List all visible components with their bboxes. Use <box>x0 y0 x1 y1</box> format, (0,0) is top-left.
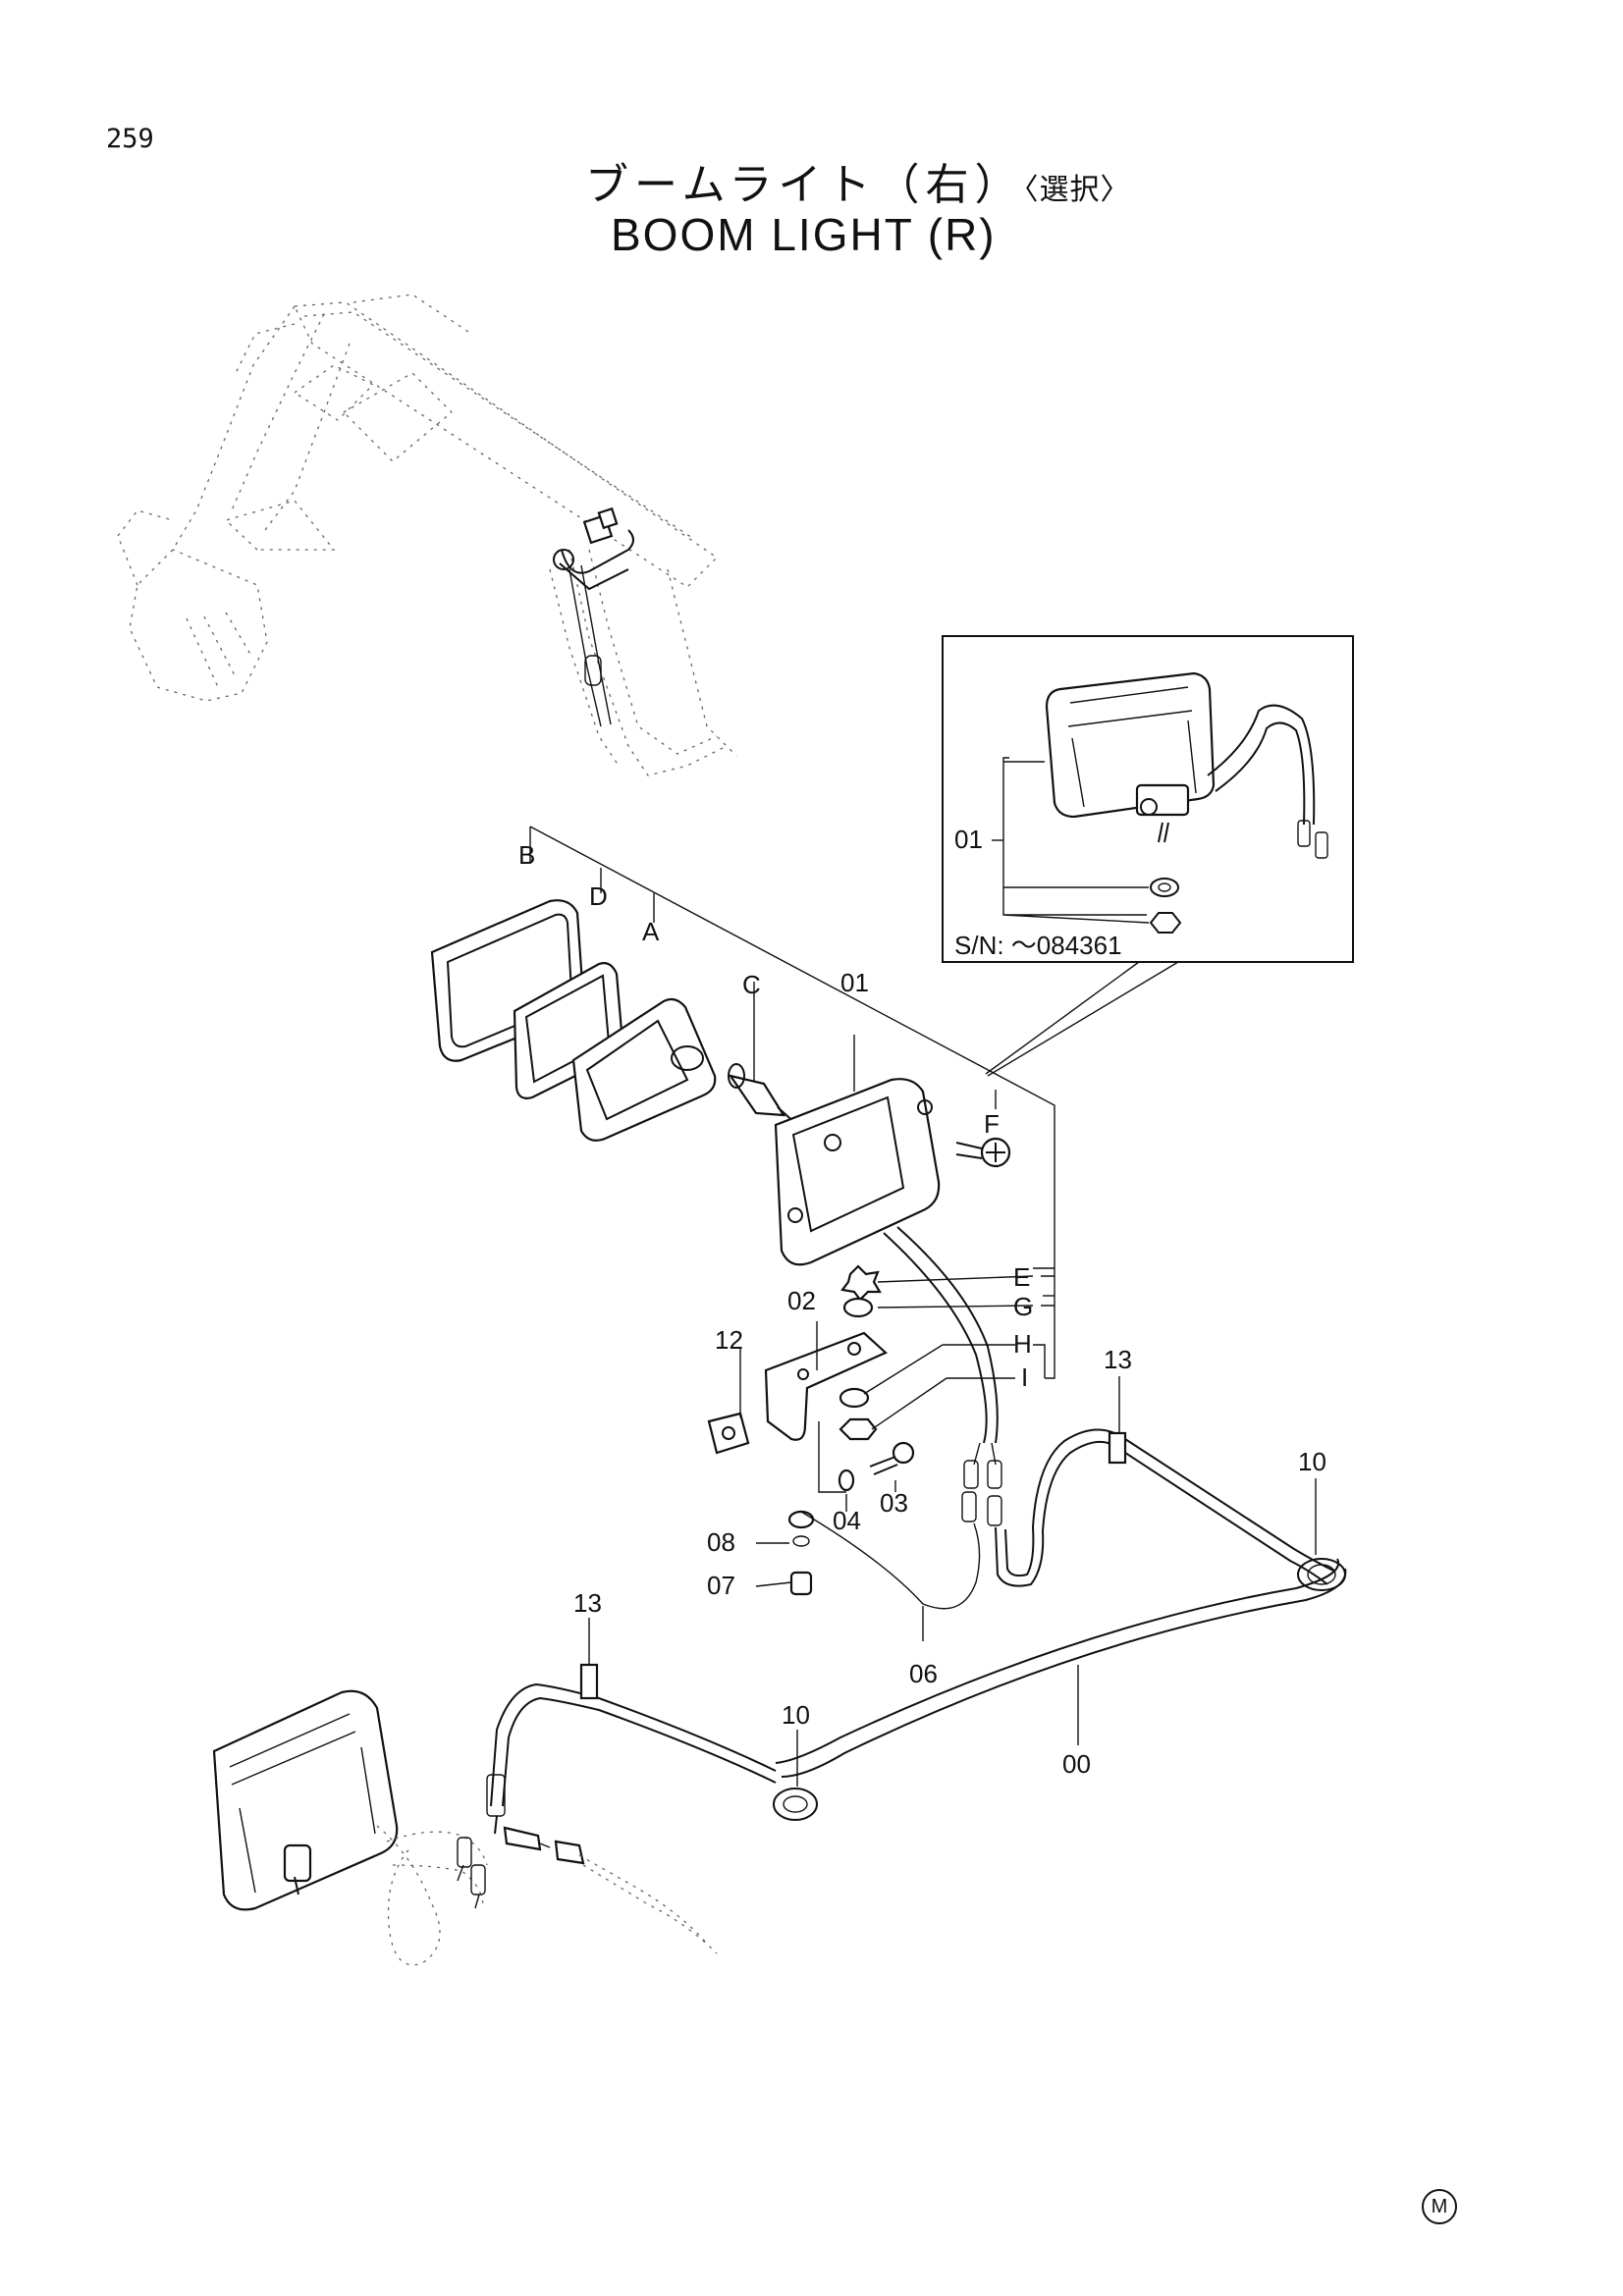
callout-08: 08 <box>707 1527 735 1557</box>
callout-C: C <box>742 970 761 999</box>
callout-02: 02 <box>787 1286 816 1315</box>
callout-G: G <box>1013 1292 1033 1321</box>
callout-10-left: 10 <box>782 1700 810 1730</box>
callout-10-right: 10 <box>1298 1447 1326 1476</box>
callout-13-right: 13 <box>1104 1345 1132 1374</box>
serial-note: S/N: ～084361 <box>954 931 1122 960</box>
callout-H: H <box>1013 1329 1032 1359</box>
callout-07: 07 <box>707 1571 735 1600</box>
callout-06: 06 <box>909 1659 938 1688</box>
callout-00: 00 <box>1062 1749 1091 1779</box>
callout-03: 03 <box>880 1488 908 1518</box>
title-english: BOOM LIGHT (R) <box>611 209 997 260</box>
callout-01: 01 <box>840 968 869 997</box>
callout-I: I <box>1021 1362 1028 1392</box>
boom-light-location <box>553 507 634 727</box>
inset-serial-variant: 01 S/N: ～084361 <box>942 635 1354 1077</box>
page-number: 259 <box>106 124 154 154</box>
callout-13-left: 13 <box>573 1588 602 1618</box>
callout-E: E <box>1013 1262 1030 1292</box>
title-option-note: 〈選択〉 <box>1023 173 1131 207</box>
callout-F: F <box>984 1109 1000 1139</box>
harness-assembly: 06 13 10 00 10 13 <box>486 1345 1347 1954</box>
callout-B: B <box>518 840 535 870</box>
title-japanese: ブームライト（右）〈選択〉 <box>585 149 1130 212</box>
excavator-overview-illustration <box>117 294 737 776</box>
callout-12: 12 <box>715 1325 743 1355</box>
callout-D: D <box>589 881 608 911</box>
left-boom-light-illustration <box>212 1689 488 1966</box>
title-japanese-text: ブームライト（右） <box>585 160 1024 210</box>
inset-part-label: 01 <box>954 825 983 854</box>
main-light-assembly: B D A C 01 F E G H I 02 12 03 04 08 07 <box>430 826 1055 1600</box>
callout-04: 04 <box>833 1506 861 1535</box>
callout-A: A <box>642 917 660 946</box>
revision-mark: M <box>1422 2189 1457 2224</box>
